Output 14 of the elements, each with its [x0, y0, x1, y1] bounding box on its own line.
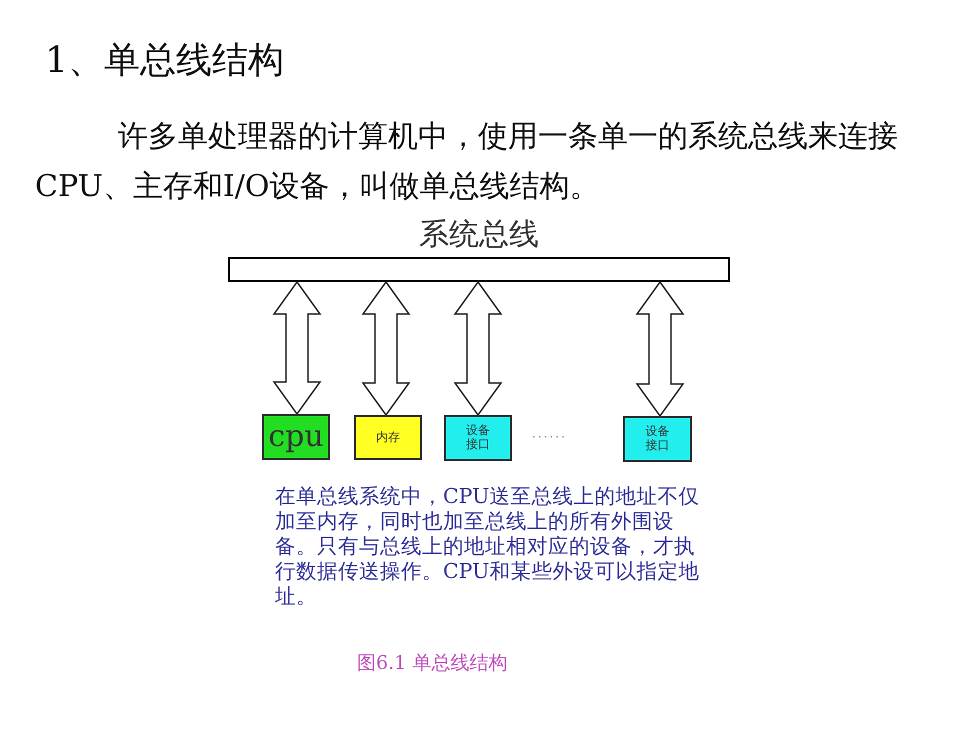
memory-box: 内存 — [354, 415, 422, 460]
title: 1、单总线结构 — [45, 39, 284, 83]
intro-paragraph: 许多单处理器的计算机中，使用一条单一的系统总线来连接CPU、主存和I/O设备，叫做单总线结构。 — [35, 118, 899, 206]
cpu-box: cpu — [262, 414, 330, 460]
bus-label: 系统总线 — [418, 217, 540, 253]
double-arrow — [362, 280, 410, 416]
double-arrow — [454, 280, 502, 416]
ellipsis-dots: ······ — [532, 430, 567, 444]
double-arrow — [272, 280, 322, 416]
device-interface-box: 设备接口 — [623, 416, 692, 462]
device-interface-box: 设备接口 — [444, 415, 512, 461]
double-arrow — [636, 280, 684, 418]
figure-caption: 图6.1 单总线结构 — [357, 651, 508, 676]
description-text: 在单总线系统中，CPU送至总线上的地址不仅加至内存，同时也加至总线上的所有外围设备。只有与总线上的地址相对应的设备，才执行数据传送操作。CPU和某些外设可以指定地址。 — [275, 484, 700, 609]
